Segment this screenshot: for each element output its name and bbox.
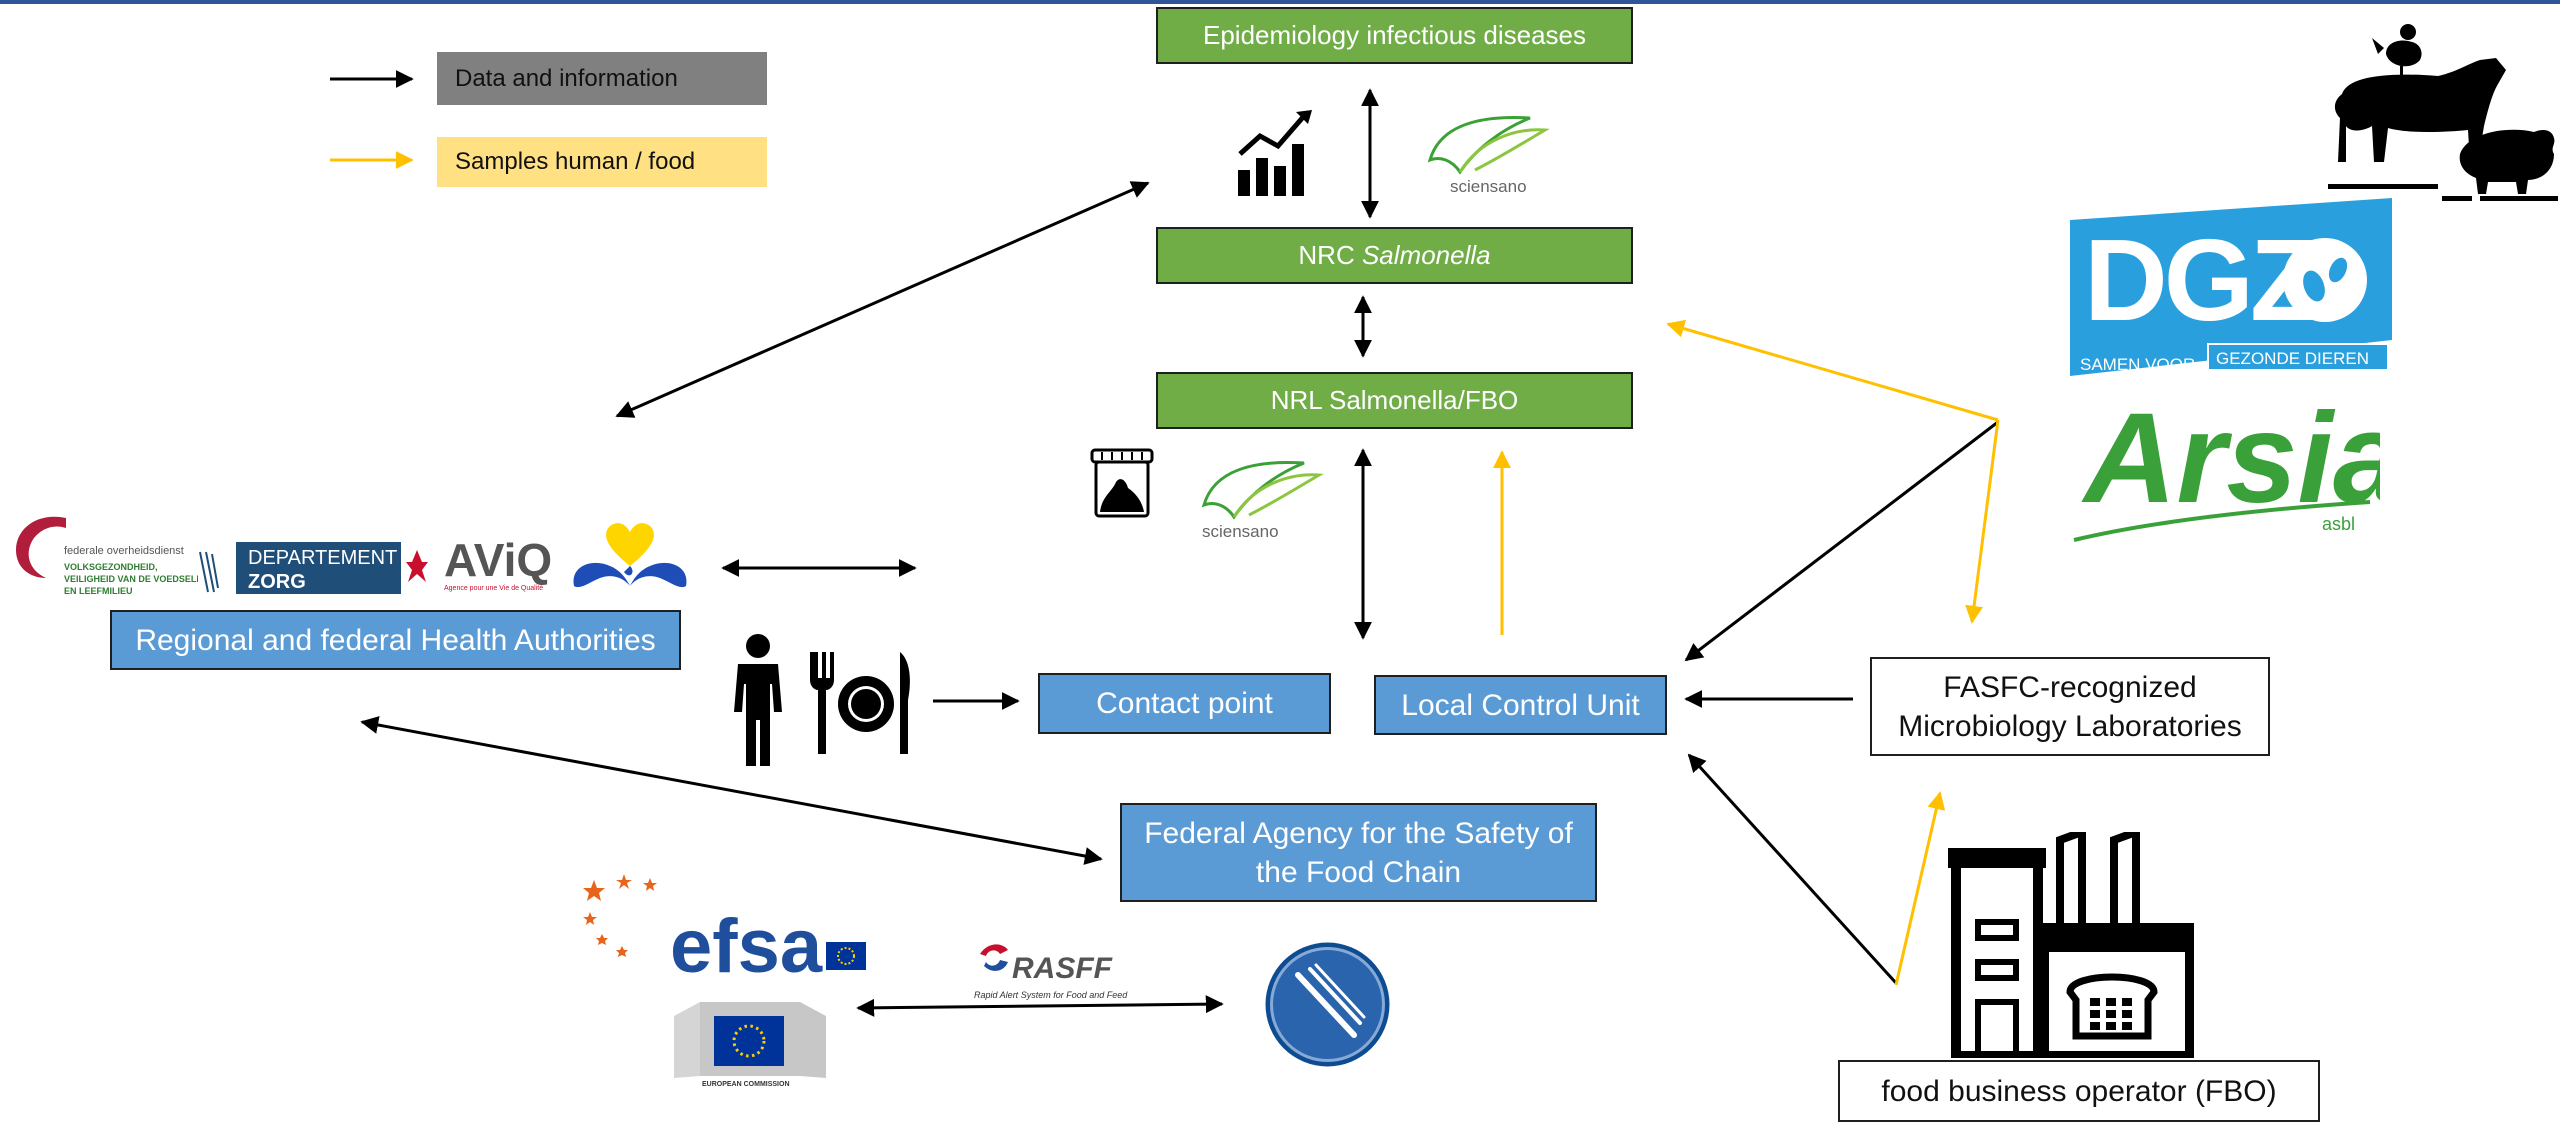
dgz-tagline-right: GEZONDE DIEREN	[2216, 349, 2369, 368]
arsia-text: Arsia	[2081, 387, 2380, 530]
nrc-prefix: NRC	[1298, 239, 1362, 270]
fod-line2: VOLKSGEZONDHEID,	[64, 562, 158, 572]
nrc-label: NRC Salmonella	[1298, 239, 1490, 273]
rasff-text: RASFF	[1012, 952, 1113, 985]
sciensano-top-text: sciensano	[1450, 177, 1527, 195]
health-authorities-label: Regional and federal Health Authorities	[135, 623, 656, 657]
local-control-unit-label: Local Control Unit	[1401, 688, 1640, 722]
dgz-text: DGZ	[2084, 215, 2318, 345]
aviq-text: AViQ	[444, 534, 552, 586]
federal-agency-box: Federal Agency for the Safety of the Foo…	[1120, 803, 1597, 902]
arrow-vet-labs-samples	[1965, 419, 2000, 624]
arrow-health-agency	[360, 716, 1103, 865]
fod-line4: EN LEEFMILIEU	[64, 586, 133, 596]
contact-point-box: Contact point	[1038, 673, 1331, 734]
nrl-label: NRL Salmonella/FBO	[1270, 384, 1519, 415]
health-authorities-box: Regional and federal Health Authorities	[110, 610, 681, 670]
legend-data-label: Data and information	[455, 64, 678, 92]
legend-samples-label: Samples human / food	[455, 148, 696, 175]
epidemiology-label: Epidemiology infectious diseases	[1203, 19, 1586, 50]
legend-data-information: Data and information	[437, 52, 767, 105]
top-accent-bar	[0, 0, 2560, 4]
fod-line3: VEILIGHEID VAN DE VOEDSELKETEN	[64, 574, 198, 584]
departement-zorg-logo: DEPARTEMENT ZORG	[199, 542, 401, 594]
rasff-sub: Rapid Alert System for Food and Feed	[974, 990, 1128, 1000]
fasfc-labs-box: FASFC-recognized Microbiology Laboratori…	[1870, 657, 2270, 756]
farm-animals-icon	[2328, 24, 2558, 201]
arrow-ec-fasfc	[856, 995, 1224, 1017]
efsa-logo: efsa	[583, 874, 866, 980]
sciensano-logo-top: sciensano	[1427, 116, 1550, 195]
aviq-logo: AViQ Agence pour une Vie de Qualité	[444, 534, 552, 592]
contact-point-label: Contact point	[1096, 687, 1273, 720]
arrow-fbo-labs-samples	[1894, 791, 1946, 986]
nrc-italic: Salmonella	[1361, 239, 1491, 270]
dgz-logo: DGZ SAMEN VOOR GEZONDE DIEREN	[2070, 198, 2392, 376]
rasff-logo: RASFF Rapid Alert System for Food and Fe…	[974, 944, 1128, 1000]
arrow-vet-nrc-samples	[1666, 319, 1999, 422]
fork-plate-knife-icon	[810, 652, 910, 754]
fasfc-labs-line2: Microbiology Laboratories	[1898, 709, 2242, 743]
dgz-tagline-left: SAMEN VOOR	[2080, 355, 2195, 374]
food-factory-icon	[1948, 832, 2194, 1058]
fbo-box: food business operator (FBO)	[1838, 1060, 2320, 1122]
federal-agency-line1: Federal Agency for the Safety of	[1144, 816, 1573, 850]
ec-text: EUROPEAN COMMISSION	[702, 1081, 790, 1088]
arrow-epi-health	[615, 181, 1150, 418]
european-commission-logo: EUROPEAN COMMISSION	[674, 1002, 826, 1088]
aviq-sub: Agence pour une Vie de Qualité	[444, 585, 543, 592]
sample-container-icon	[1090, 448, 1154, 518]
arsia-sub: asbl	[2322, 514, 2355, 534]
fod-line1: federale overheidsdienst	[64, 545, 184, 557]
wallonia-logo	[406, 550, 428, 582]
growth-chart-icon	[1238, 110, 1312, 196]
arrow-fbo-lcu	[1687, 753, 1898, 985]
departement-text: DEPARTEMENT	[248, 547, 397, 569]
zorg-text: ZORG	[248, 571, 306, 593]
fasfc-emblem-icon	[1265, 942, 1390, 1067]
fasfc-labs-line1: FASFC-recognized	[1943, 670, 2197, 704]
fod-health-logo: federale overheidsdienst VOLKSGEZONDHEID…	[16, 516, 198, 596]
epidemiology-box: Epidemiology infectious diseases	[1156, 7, 1633, 64]
nrl-box: NRL Salmonella/FBO	[1156, 372, 1633, 429]
federal-agency-line2: the Food Chain	[1255, 855, 1462, 889]
heart-logo	[573, 523, 687, 588]
arrow-vet-lcu	[1684, 420, 1999, 662]
local-control-unit-box: Local Control Unit	[1374, 675, 1667, 735]
sciensano-logo-mid: sciensano	[1201, 461, 1324, 540]
person-icon	[734, 634, 782, 766]
sciensano-mid-text: sciensano	[1202, 522, 1279, 540]
legend-samples: Samples human / food	[437, 137, 767, 187]
efsa-text: efsa	[670, 904, 823, 980]
nrc-salmonella-box: NRC Salmonella	[1156, 227, 1633, 284]
fbo-label: food business operator (FBO)	[1881, 1074, 2277, 1108]
arsia-logo: Arsia asbl	[2073, 387, 2380, 542]
